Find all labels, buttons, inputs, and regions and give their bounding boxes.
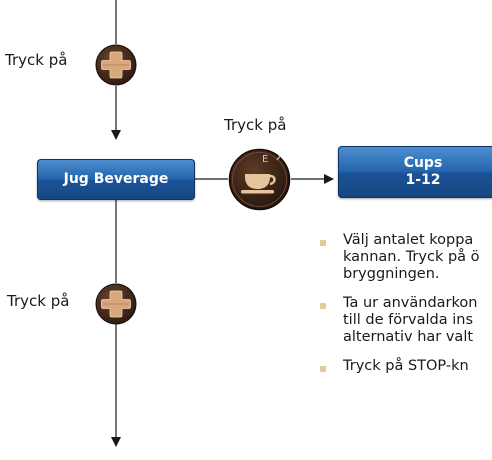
instruction-line: till de förvalda ins bbox=[343, 312, 474, 328]
plus-icon bbox=[95, 283, 137, 325]
press-label-cup: Tryck på bbox=[224, 116, 287, 134]
plus-icon bbox=[95, 44, 137, 86]
cups-title: Cups bbox=[403, 155, 443, 171]
plus-button-top[interactable] bbox=[95, 44, 137, 86]
instruction-line: Tryck på STOP-kn bbox=[343, 358, 469, 374]
jug-beverage-label: Jug Beverage bbox=[63, 171, 169, 187]
cup-button-letter: E bbox=[262, 154, 269, 165]
instruction-line: alternativ har valt bbox=[343, 329, 474, 345]
instruction-item: Välj antalet koppa kannan. Tryck på ö br… bbox=[315, 232, 492, 283]
bullet-marker bbox=[320, 303, 326, 309]
instruction-line: bryggningen. bbox=[343, 266, 440, 282]
instruction-list: Välj antalet koppa kannan. Tryck på ö br… bbox=[315, 232, 492, 387]
cups-range: 1-12 bbox=[405, 172, 441, 188]
bullet-marker bbox=[320, 366, 326, 372]
instruction-item: Tryck på STOP-kn bbox=[315, 358, 492, 375]
cups-box[interactable]: Cups 1-12 bbox=[338, 146, 492, 198]
plus-button-bottom[interactable] bbox=[95, 283, 137, 325]
instruction-line: Välj antalet koppa bbox=[343, 232, 474, 248]
press-label-top: Tryck på bbox=[5, 51, 68, 69]
cup-button[interactable]: E bbox=[228, 148, 291, 211]
bullet-marker bbox=[320, 240, 326, 246]
instruction-line: Ta ur användarkon bbox=[343, 295, 478, 311]
instruction-line: kannan. Tryck på ö bbox=[343, 249, 480, 265]
instruction-item: Ta ur användarkon till de förvalda ins a… bbox=[315, 295, 492, 346]
jug-beverage-box[interactable]: Jug Beverage bbox=[37, 159, 195, 200]
cup-icon bbox=[228, 148, 291, 211]
press-label-bottom: Tryck på bbox=[7, 292, 70, 310]
